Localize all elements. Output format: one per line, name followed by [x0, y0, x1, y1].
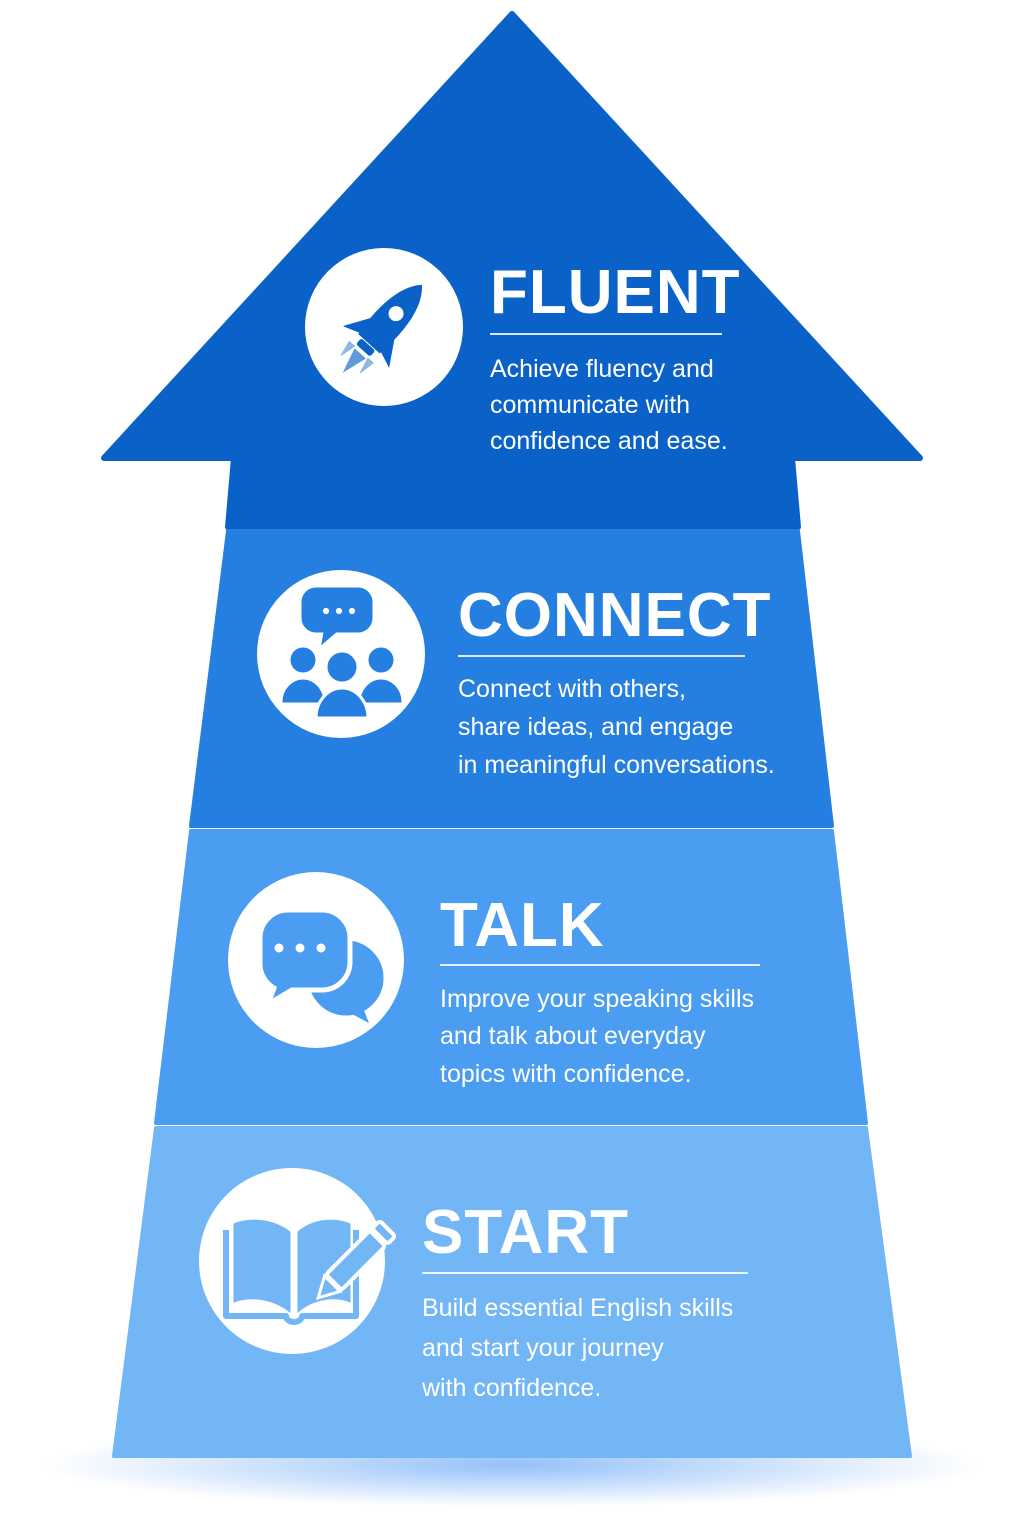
stage-connect: CONNECT Connect with others, share ideas…: [189, 529, 834, 828]
speech-bubbles-icon: [257, 907, 384, 1024]
stage-title: TALK: [440, 891, 605, 960]
stage-start: START Build essential English skills and…: [112, 1126, 912, 1458]
stage-title: CONNECT: [458, 581, 772, 650]
rocket-icon: [340, 284, 422, 374]
stage-description: Build essential English skills and start…: [421, 1294, 740, 1402]
stage-fluent: FLUENT Achieve fluency and communicate w…: [101, 11, 923, 530]
stage-description: Connect with others, share ideas, and en…: [458, 675, 775, 779]
arrow-head-shape: [101, 11, 923, 530]
stage-description: Achieve fluency and communicate with con…: [490, 355, 728, 455]
stage-talk: TALK Improve your speaking skills and ta…: [154, 829, 868, 1125]
book-pencil-icon: [223, 1219, 397, 1325]
icon-circle: [199, 1168, 385, 1354]
group-chat-icon: [282, 587, 402, 720]
stage-description: Improve your speaking skills and talk ab…: [440, 985, 761, 1088]
stage-title: FLUENT: [490, 258, 741, 327]
stage-title: START: [422, 1198, 629, 1267]
